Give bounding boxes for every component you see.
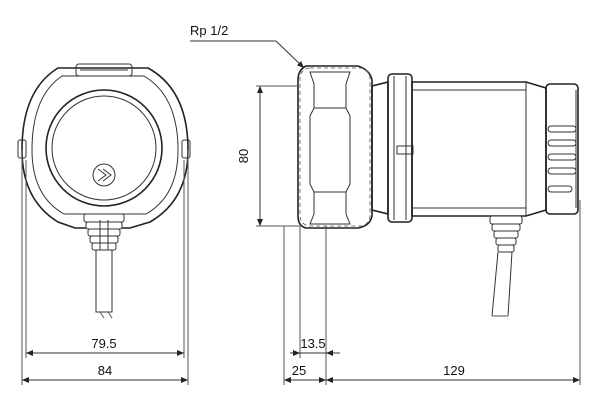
- connection-label: Rp 1/2: [190, 23, 228, 38]
- pump-housing: [297, 65, 373, 229]
- port-bore: [309, 71, 351, 225]
- port-hidden-outline: [299, 67, 371, 227]
- head-vent-ribs: [547, 125, 577, 193]
- electronics-head: [545, 83, 579, 215]
- direction-arrow-icon: [92, 163, 116, 187]
- dim-port-offset: 13.5: [300, 336, 325, 351]
- dim-height: 80: [236, 149, 251, 163]
- union-ring: [387, 73, 413, 223]
- side-cable: [491, 251, 513, 317]
- front-cable: [95, 250, 113, 313]
- front-top-clip: [75, 63, 133, 77]
- side-cable-gland: [489, 215, 523, 253]
- coupling-nut: [371, 80, 389, 216]
- front-housing-outline: [21, 67, 189, 229]
- dim-body-length: 129: [443, 363, 465, 378]
- vent-plug: [396, 145, 414, 155]
- front-inner-ring: [31, 75, 179, 215]
- front-control-face: [45, 89, 163, 207]
- dim-port-depth: 25: [292, 363, 306, 378]
- front-view: 79.5 84: [17, 63, 191, 385]
- front-cable-gland: [83, 213, 125, 251]
- side-view: Rp 1/2: [190, 23, 581, 385]
- front-control-inner: [51, 95, 157, 201]
- dim-front-outer-width: 84: [98, 363, 112, 378]
- front-right-clip: [181, 139, 191, 159]
- dim-front-inner-width: 79.5: [91, 336, 116, 351]
